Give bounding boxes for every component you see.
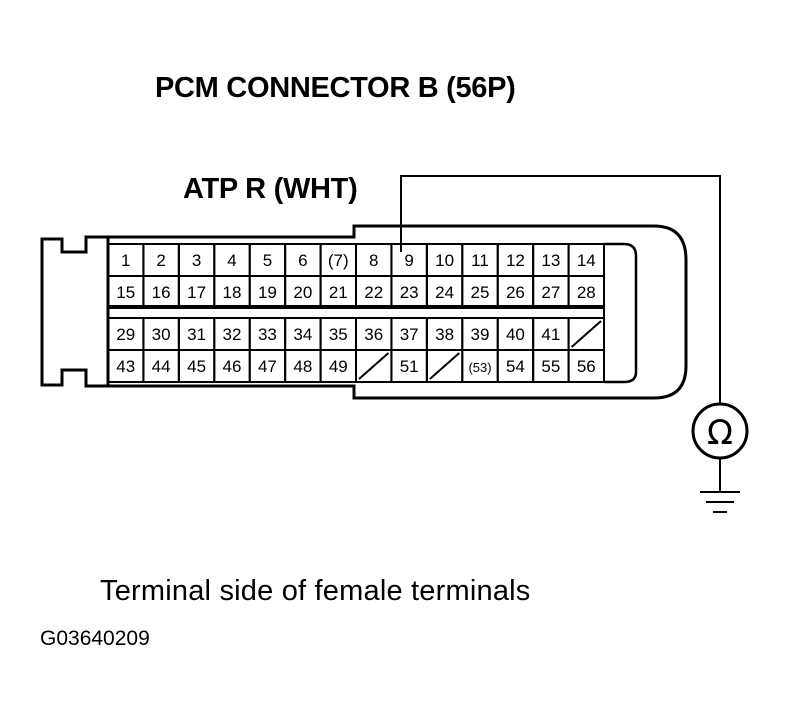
terminal-number: 51 — [400, 357, 419, 376]
terminal-number: 9 — [404, 251, 413, 270]
terminal-number: 40 — [506, 325, 525, 344]
terminal-number: (53) — [468, 360, 491, 375]
terminal-number: 33 — [258, 325, 277, 344]
unused-terminal-slash — [429, 352, 460, 380]
terminal-number: 34 — [293, 325, 312, 344]
terminal-number: 41 — [541, 325, 560, 344]
terminal-number: 17 — [187, 283, 206, 302]
terminal-number: 55 — [541, 357, 560, 376]
caption: Terminal side of female terminals — [100, 575, 531, 607]
terminal-number: 39 — [471, 325, 490, 344]
connector-latch — [40, 235, 108, 388]
terminal-number: 32 — [223, 325, 242, 344]
terminal-number: 14 — [577, 251, 596, 270]
connector-title: PCM CONNECTOR B (56P) — [155, 72, 516, 104]
terminal-number: 16 — [152, 283, 171, 302]
wire-label: ATP R (WHT) — [183, 173, 358, 205]
terminal-number: 2 — [156, 251, 165, 270]
terminal-number: 1 — [121, 251, 130, 270]
terminal-cell — [567, 349, 606, 383]
terminal-number: 43 — [116, 357, 135, 376]
connector-body — [106, 224, 688, 400]
terminal-number: 13 — [541, 251, 560, 270]
terminal-number: 23 — [400, 283, 419, 302]
terminal-number: 31 — [187, 325, 206, 344]
unused-terminal-slash — [358, 352, 390, 380]
terminal-number: (7) — [328, 251, 349, 270]
terminal-number: 44 — [152, 357, 171, 376]
terminal-number: 35 — [329, 325, 348, 344]
terminal-number: 29 — [116, 325, 135, 344]
terminal-number: 18 — [223, 283, 242, 302]
terminal-number: 24 — [435, 283, 454, 302]
terminal-number: 49 — [329, 357, 348, 376]
terminal-number: 20 — [293, 283, 312, 302]
terminal-number: 27 — [541, 283, 560, 302]
terminal-number: 48 — [293, 357, 312, 376]
connector-hood — [604, 242, 638, 384]
terminal-number: 45 — [187, 357, 206, 376]
terminal-number: 54 — [506, 357, 525, 376]
test-lead-wire — [400, 175, 721, 407]
terminal-number: 11 — [471, 251, 489, 270]
figure-id: G03640209 — [40, 627, 150, 650]
terminal-cell — [567, 275, 606, 309]
terminal-number: 5 — [263, 251, 272, 270]
terminal-number: 26 — [506, 283, 525, 302]
terminal-number: 19 — [258, 283, 277, 302]
terminal-number: 6 — [298, 251, 307, 270]
terminal-number: 10 — [435, 251, 454, 270]
terminal-number: 3 — [192, 251, 201, 270]
terminal-number: 28 — [577, 283, 596, 302]
terminal-number: 25 — [471, 283, 490, 302]
terminal-number: 22 — [364, 283, 383, 302]
unused-terminal-slash — [570, 320, 602, 348]
ground-icon — [700, 491, 740, 513]
terminal-number: 47 — [258, 357, 277, 376]
terminal-number: 12 — [506, 251, 525, 270]
terminal-number: 15 — [116, 283, 135, 302]
terminal-number: 37 — [400, 325, 419, 344]
terminal-number: 38 — [435, 325, 454, 344]
terminal-number: 56 — [577, 357, 596, 376]
terminal-number: 4 — [227, 251, 236, 270]
terminal-number: 21 — [329, 283, 348, 302]
terminal-number: 36 — [364, 325, 383, 344]
terminal-number: 46 — [223, 357, 242, 376]
ohm-symbol: Ω — [707, 413, 733, 453]
terminal-number: 8 — [369, 251, 378, 270]
terminal-number: 30 — [152, 325, 171, 344]
